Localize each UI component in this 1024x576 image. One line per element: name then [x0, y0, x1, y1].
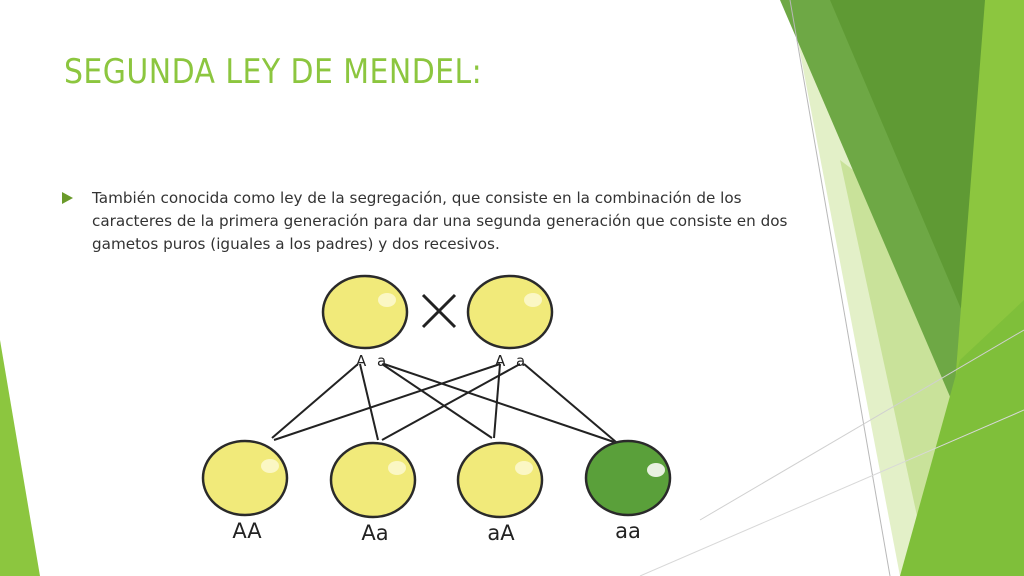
- line-parent2-a-to-Aa: [381, 363, 521, 441]
- offspring-4-highlight: [647, 463, 665, 477]
- line-parent1-A-to-Aa: [359, 363, 379, 441]
- offspring-3-highlight: [515, 461, 533, 475]
- bullet-arrow-icon: [62, 192, 73, 204]
- offspring-2-highlight: [388, 461, 406, 475]
- parent-2-highlight: [524, 293, 542, 307]
- line-parent1-A-to-AA: [271, 363, 359, 439]
- parent-1-allele-2: a: [377, 352, 386, 370]
- offspring-3-circle: [456, 441, 544, 519]
- bullet-text: También conocida como ley de la segregac…: [92, 189, 788, 253]
- parent-1-highlight: [378, 293, 396, 307]
- offspring-2-circle: [329, 441, 417, 519]
- parent-1-circle: [321, 274, 409, 350]
- parent-1-allele-1: A: [356, 352, 367, 370]
- parent-2-allele-1: A: [495, 352, 506, 370]
- offspring-1-highlight: [261, 459, 279, 473]
- decorative-line: [789, 0, 891, 576]
- offspring-3-label: aA: [487, 521, 515, 545]
- offspring-4-label: aa: [615, 519, 641, 543]
- mendel-cross-diagram: A a A a AA Aa aA aa: [201, 274, 672, 545]
- inheritance-lines: [271, 363, 617, 443]
- decorative-line: [699, 329, 1024, 521]
- offspring-1-circle: [201, 439, 289, 517]
- line-parent2-A-to-AA: [273, 363, 501, 441]
- slide-title: SEGUNDA LEY DE MENDEL:: [64, 52, 483, 92]
- cross-symbol-icon: [421, 293, 457, 329]
- left-green-triangle: [0, 340, 40, 576]
- decorative-line: [639, 409, 1024, 576]
- line-parent1-a-to-aa: [383, 363, 615, 443]
- line-parent1-a-to-aA: [381, 363, 493, 439]
- offspring-2-label: Aa: [361, 521, 388, 545]
- parent-2-allele-2: a: [516, 352, 525, 370]
- offspring-1-label: AA: [232, 519, 262, 543]
- line-parent2-a-to-aa: [523, 363, 617, 443]
- bottom-right-green-shape: [900, 300, 1024, 576]
- right-dark-green-shape: [830, 0, 1000, 330]
- parent-2-circle: [466, 274, 554, 350]
- offspring-4-circle: [584, 439, 672, 517]
